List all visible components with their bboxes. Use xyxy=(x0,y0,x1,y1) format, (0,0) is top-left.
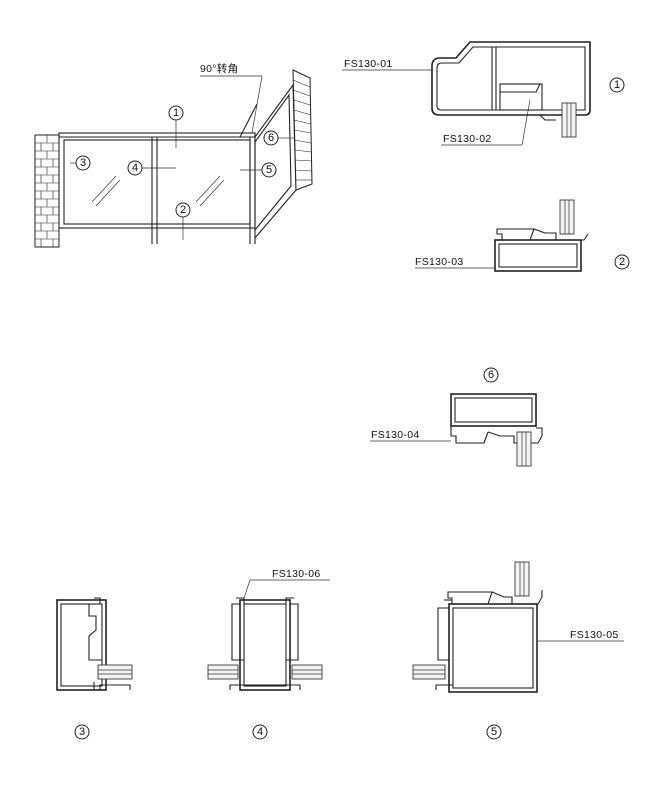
marker-3: 3 xyxy=(75,155,91,171)
corner-side-panel xyxy=(239,83,297,239)
glass-panel xyxy=(412,664,446,680)
svg-text:5: 5 xyxy=(491,726,497,738)
svg-text:3: 3 xyxy=(80,157,86,169)
glass-panel xyxy=(559,199,575,235)
marker-4: 4 xyxy=(127,160,143,176)
svg-text:2: 2 xyxy=(180,204,186,216)
profile-label-fs130-05: FS130-05 xyxy=(570,629,619,641)
section-number-6: 6 xyxy=(483,367,499,383)
corner-label: 90°转角 xyxy=(200,62,238,75)
svg-text:4: 4 xyxy=(132,162,138,174)
section-4-middle-post: FS130-06 4 xyxy=(207,568,330,740)
svg-text:4: 4 xyxy=(257,726,263,738)
glass-panel xyxy=(207,664,239,680)
section-3-wall-post: 3 xyxy=(56,597,133,740)
left-brick-wall xyxy=(34,134,60,248)
glass-panel xyxy=(516,431,532,467)
svg-text:5: 5 xyxy=(266,164,272,176)
profile-label-fs130-02: FS130-02 xyxy=(443,133,492,145)
profile-label-fs130-03: FS130-03 xyxy=(415,256,464,268)
glass-panel xyxy=(97,664,133,680)
svg-text:1: 1 xyxy=(173,107,179,119)
profile-label-fs130-04: FS130-04 xyxy=(371,429,420,441)
svg-text:1: 1 xyxy=(614,79,620,91)
glass-panel xyxy=(561,102,577,138)
right-brick-wall xyxy=(292,69,313,191)
marker-1: 1 xyxy=(168,105,184,121)
svg-text:2: 2 xyxy=(619,256,625,268)
elevation-view: 90°转角 1 3 4 5 6 xyxy=(34,62,313,248)
marker-2: 2 xyxy=(175,202,191,218)
section-number-5: 5 xyxy=(486,724,502,740)
section-1-top-rail: FS130-01 FS130-02 1 xyxy=(342,41,625,146)
corner-leader-arrow xyxy=(251,75,263,134)
glass-panel xyxy=(514,561,530,597)
marker-6: 6 xyxy=(263,130,279,146)
svg-text:6: 6 xyxy=(268,132,274,144)
section-2-bottom-rail: FS130-03 2 xyxy=(415,199,630,272)
profile-label-fs130-01: FS130-01 xyxy=(344,58,393,70)
section-6-corner: 6 FS130-04 xyxy=(370,367,543,467)
section-5-corner-post: FS130-05 5 xyxy=(412,561,624,740)
svg-text:6: 6 xyxy=(488,369,494,381)
section-number-1: 1 xyxy=(609,77,625,93)
svg-text:3: 3 xyxy=(79,726,85,738)
marker-5: 5 xyxy=(261,162,277,178)
section-number-2: 2 xyxy=(614,254,630,270)
section-number-3: 3 xyxy=(74,724,90,740)
railing-frame xyxy=(58,132,256,244)
section-number-4: 4 xyxy=(252,724,268,740)
profile-label-fs130-06: FS130-06 xyxy=(272,568,321,580)
glass-panel xyxy=(291,664,323,680)
